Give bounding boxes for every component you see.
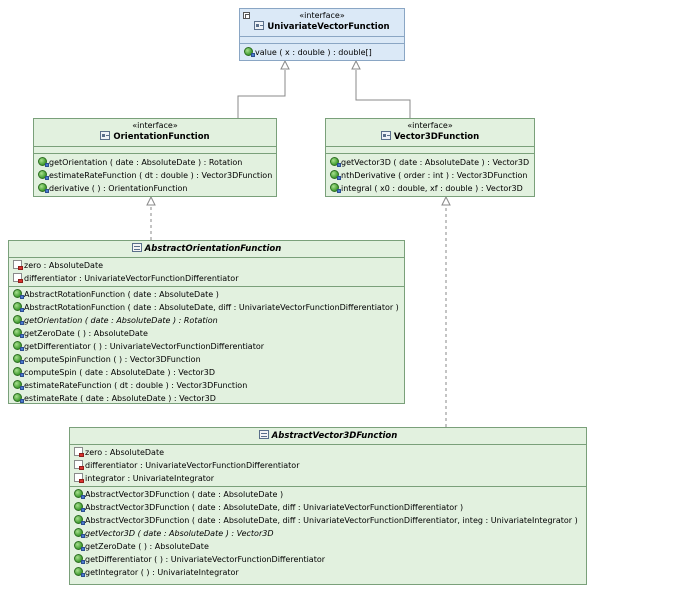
operation[interactable]: nthDerivative ( order : int ) : Vector3D… [326,169,534,182]
orientation-function-box[interactable]: «interface» OrientationFunction getOrien… [33,118,277,197]
operations-section: getVector3D ( date : AbsoluteDate ) : Ve… [326,154,534,197]
method-icon [74,515,85,525]
method-icon [74,528,85,538]
private-field-icon [13,260,23,270]
edge-vector3d-extends-univariate [355,70,411,118]
interface-icon [254,21,265,30]
class-header: «interface» Vector3DFunction [326,119,534,147]
class-name: Vector3DFunction [393,132,480,142]
method-icon [13,315,24,325]
class-header: AbstractVector3DFunction [70,428,586,445]
operation[interactable]: getOrientation ( date : AbsoluteDate ) :… [9,314,404,327]
attribute[interactable]: integrator : UnivariateIntegrator [70,472,586,485]
method-icon [13,341,24,351]
arrowhead-orientation [146,195,156,206]
class-name: AbstractOrientationFunction [144,244,282,254]
attribute[interactable]: differentiator : UnivariateVectorFunctio… [70,459,586,472]
method-icon [244,47,255,57]
operation[interactable]: integral ( x0 : double, xf : double ) : … [326,182,534,195]
operation[interactable]: AbstractVector3DFunction ( date : Absolu… [70,488,586,501]
arrowhead-vector3d [441,195,451,206]
abstract-vector3d-function-box[interactable]: AbstractVector3DFunction zero : Absolute… [69,427,587,585]
arrowhead-univariate-left [280,59,290,70]
method-icon [13,328,24,338]
method-icon [13,393,24,403]
vector3d-function-box[interactable]: «interface» Vector3DFunction getVector3D… [325,118,535,197]
method-icon [74,502,85,512]
operation[interactable]: estimateRateFunction ( dt : double ) : V… [34,169,276,182]
class-header: «interface» UnivariateVectorFunction [240,9,404,37]
attributes-section [240,37,404,44]
operation[interactable]: computeSpin ( date : AbsoluteDate ) : Ve… [9,366,404,379]
operation[interactable]: getDifferentiator ( ) : UnivariateVector… [9,340,404,353]
stereotype: «interface» [132,121,178,130]
operation[interactable]: getIntegrator ( ) : UnivariateIntegrator [70,566,586,579]
arrowhead-univariate-right [351,59,361,70]
private-field-icon [74,460,84,470]
interface-icon [380,131,391,140]
method-icon [38,157,49,167]
operation[interactable]: getZeroDate ( ) : AbsoluteDate [70,540,586,553]
private-field-icon [74,447,84,457]
attribute[interactable]: differentiator : UnivariateVectorFunctio… [9,272,404,285]
method-icon [13,302,24,312]
operation[interactable]: AbstractVector3DFunction ( date : Absolu… [70,514,586,527]
attributes-section: zero : AbsoluteDate differentiator : Uni… [9,258,404,287]
operation[interactable]: getVector3D ( date : AbsoluteDate ) : Ve… [326,156,534,169]
operation[interactable]: getDifferentiator ( ) : UnivariateVector… [70,553,586,566]
operation[interactable]: getVector3D ( date : AbsoluteDate ) : Ve… [70,527,586,540]
abstract-orientation-function-box[interactable]: AbstractOrientationFunction zero : Absol… [8,240,405,404]
method-icon [330,170,341,180]
method-icon [330,157,341,167]
class-name: OrientationFunction [113,132,210,142]
interface-corner-icon [243,12,250,19]
class-header: AbstractOrientationFunction [9,241,404,258]
stereotype: «interface» [299,11,345,20]
attribute[interactable]: zero : AbsoluteDate [9,259,404,272]
edge-orientation-extends-univariate [237,70,286,118]
operations-section: getOrientation ( date : AbsoluteDate ) :… [34,154,276,197]
attributes-section [326,147,534,154]
operation[interactable]: estimateRateFunction ( dt : double ) : V… [9,379,404,392]
operation[interactable]: AbstractVector3DFunction ( date : Absolu… [70,501,586,514]
univariate-vector-function-box[interactable]: «interface» UnivariateVectorFunction val… [239,8,405,61]
method-icon [13,289,24,299]
operation[interactable]: estimateRate ( date : AbsoluteDate ) : V… [9,392,404,405]
private-field-icon [13,273,23,283]
operation[interactable]: computeSpinFunction ( ) : Vector3DFuncti… [9,353,404,366]
method-icon [13,380,24,390]
stereotype: «interface» [407,121,453,130]
method-icon [330,183,341,193]
operation[interactable]: getZeroDate ( ) : AbsoluteDate [9,327,404,340]
attributes-section: zero : AbsoluteDate differentiator : Uni… [70,445,586,487]
interface-icon [100,131,111,140]
method-icon [13,354,24,364]
method-icon [38,170,49,180]
operation[interactable]: derivative ( ) : OrientationFunction [34,182,276,195]
operations-section: AbstractRotationFunction ( date : Absolu… [9,287,404,406]
method-icon [74,554,85,564]
method-icon [13,367,24,377]
private-field-icon [74,473,84,483]
class-icon [258,430,269,439]
operation[interactable]: AbstractRotationFunction ( date : Absolu… [9,288,404,301]
class-icon [131,243,142,252]
method-icon [38,183,49,193]
attributes-section [34,147,276,154]
method-icon [74,489,85,499]
class-header: «interface» OrientationFunction [34,119,276,147]
operation[interactable]: AbstractRotationFunction ( date : Absolu… [9,301,404,314]
class-name: AbstractVector3DFunction [271,431,398,441]
method-icon [74,541,85,551]
operations-section: AbstractVector3DFunction ( date : Absolu… [70,487,586,580]
operations-section: value ( x : double ) : double[] [240,44,404,61]
operation[interactable]: getOrientation ( date : AbsoluteDate ) :… [34,156,276,169]
operation[interactable]: value ( x : double ) : double[] [240,46,404,59]
attribute[interactable]: zero : AbsoluteDate [70,446,586,459]
class-name: UnivariateVectorFunction [267,22,390,32]
method-icon [74,567,85,577]
